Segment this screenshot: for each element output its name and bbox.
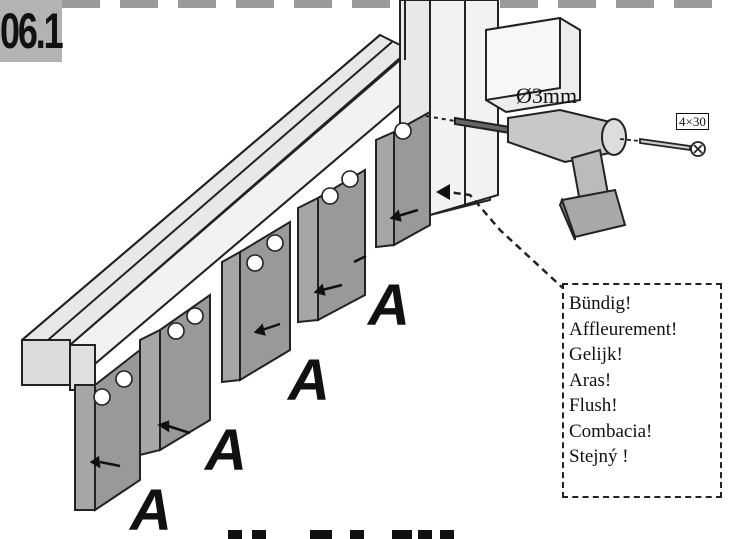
step-number: 06.1: [0, 3, 64, 59]
marker-a-4: A: [366, 273, 410, 338]
drill-diameter-label: Ø3mm: [516, 83, 578, 108]
bottom-fragments: [228, 530, 454, 539]
horizontal-rail: [21, 33, 401, 391]
panel-screws: [93, 122, 412, 406]
callout-item: Affleurement!: [569, 318, 678, 340]
callout-item: Aras!: [569, 369, 612, 391]
callout-item: Bündig!: [569, 293, 632, 314]
callout-leader: [447, 190, 566, 291]
callout-item: Combacia!: [569, 420, 653, 442]
flush-callout-box: Bündig! Affleurement! Gelijk! Aras! Flus…: [562, 283, 722, 498]
leader-arrowhead: [436, 184, 450, 200]
step-badge: [0, 0, 62, 62]
drill-icon: [425, 108, 627, 241]
screw-icon: [619, 137, 706, 157]
flush-arrows: [89, 208, 419, 469]
part-markers: A A A A: [128, 273, 410, 539]
marker-a-1: A: [128, 478, 172, 539]
top-border-strip: [60, 0, 733, 8]
wall-bracket: [485, 16, 581, 114]
callout-item: Gelijk!: [569, 344, 623, 365]
marker-a-3: A: [286, 348, 330, 413]
marker-a-2: A: [203, 418, 247, 483]
callout-item: Flush!: [569, 395, 618, 416]
callout-item: Stejný !: [569, 446, 629, 467]
screw-size-label: 4×30: [676, 113, 709, 130]
flush-translations: Bündig! Affleurement! Gelijk! Aras! Flus…: [564, 285, 720, 470]
